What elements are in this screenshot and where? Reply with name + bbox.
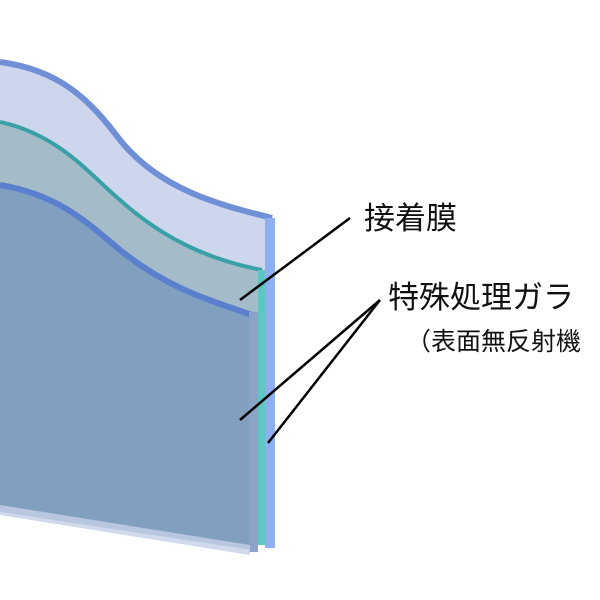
outer-glass-side-face: [265, 218, 275, 548]
leader-line-adhesive: [239, 216, 351, 302]
adhesive-top-edge: [0, 120, 263, 272]
label-adhesive-film: 接着膜: [364, 201, 457, 237]
inner-glass-side-face: [249, 312, 258, 552]
leader-line-glass-inner: [239, 299, 381, 421]
inner-glass-top-edge: [0, 182, 254, 318]
inner-glass-layer: [0, 185, 252, 550]
label-special-glass-note: （表面無反射機: [406, 327, 582, 356]
bottom-edge: [0, 505, 250, 555]
label-special-glass: 特殊処理ガラ: [388, 280, 574, 316]
adhesive-side-face: [258, 270, 265, 545]
leader-line-glass-outer: [267, 299, 381, 444]
outer-glass-top-edge: [0, 59, 273, 221]
